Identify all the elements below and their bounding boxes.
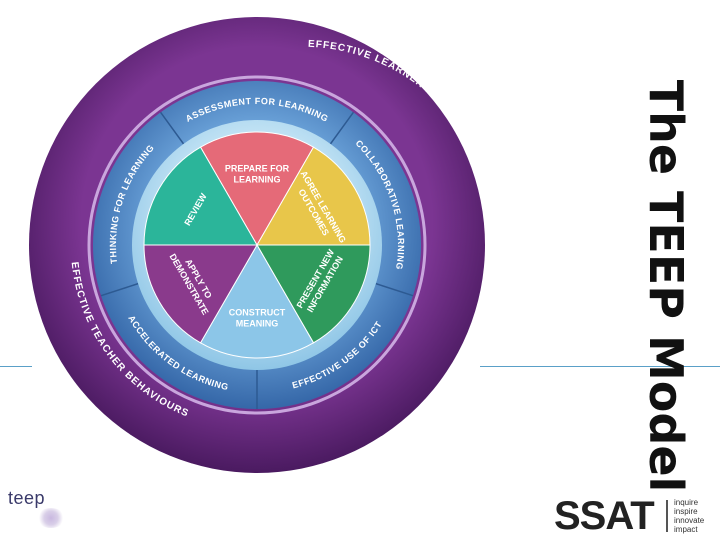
core-slice-5 [143, 244, 258, 344]
ssat-logo-divider [666, 500, 668, 532]
core-slice-label-line: PREPARE FOR [225, 164, 290, 174]
decorative-rule-right [480, 366, 720, 367]
ssat-tagline-1: inquire [674, 498, 699, 507]
page-title: The TEEP Model [639, 79, 693, 493]
core-pie [143, 131, 371, 359]
outer-ring-edge [87, 75, 427, 415]
ssat-logo: SSAT inquire inspire innovate impact [554, 494, 714, 538]
ssat-tagline-3: innovate [674, 516, 705, 525]
decorative-rule-left [0, 366, 32, 367]
ssat-tagline-4: impact [674, 525, 698, 534]
core-slice-1 [199, 131, 315, 247]
ssat-logo-text: SSAT [554, 494, 655, 538]
middle-divider-5 [100, 282, 139, 297]
teep-logo: teep [8, 488, 68, 534]
core-slice-4 [199, 243, 315, 359]
core-slice-6 [143, 146, 258, 246]
teep-logo-text: teep [8, 488, 46, 508]
core-slice-label-line: MEANING [236, 319, 279, 329]
middle-ring-dividers [100, 111, 414, 409]
core-slice-label-line: CONSTRUCT [229, 308, 286, 318]
middle-divider-3 [375, 282, 414, 297]
middle-divider-2 [329, 111, 355, 145]
ssat-tagline-2: inspire [674, 507, 698, 516]
middle-divider-1 [159, 111, 185, 145]
core-slice-2 [256, 146, 371, 246]
core-slice-label-line: LEARNING [234, 175, 281, 185]
core-slice-3 [256, 244, 371, 344]
teep-logo-mark [37, 508, 65, 528]
ssat-tagline: inquire inspire innovate impact [674, 498, 704, 534]
